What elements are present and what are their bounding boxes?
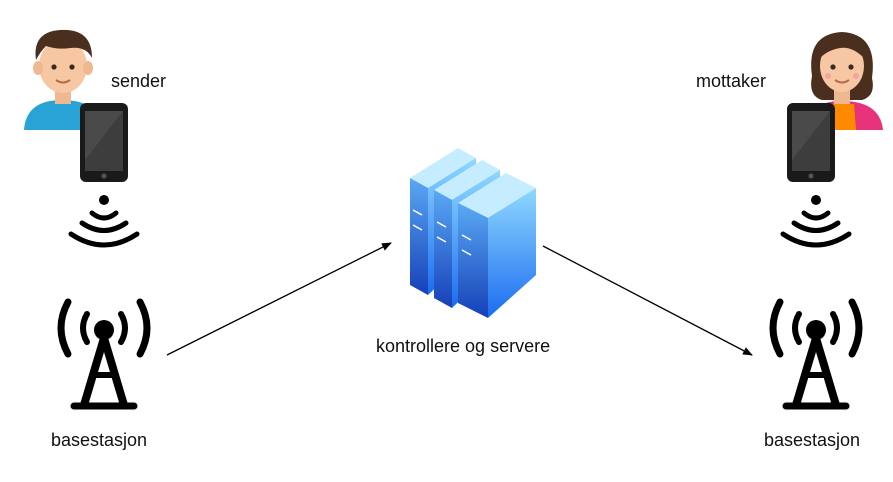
wireless-signal-icon <box>68 195 140 248</box>
sender-label: sender <box>111 71 167 91</box>
arrow-left-to-servers <box>166 242 392 356</box>
server-rack-icon <box>410 148 536 318</box>
smartphone-icon <box>80 103 128 182</box>
smartphone-icon <box>787 103 835 182</box>
female-person-icon <box>803 32 883 130</box>
cell-tower-icon <box>769 298 863 410</box>
arrow-servers-to-right <box>542 245 753 356</box>
wireless-signal-icon <box>780 195 852 248</box>
cell-tower-icon <box>57 298 151 410</box>
receiver-label: mottaker <box>696 71 767 91</box>
base-station-right-label: basestasjon <box>764 430 861 450</box>
base-station-left-label: basestasjon <box>51 430 148 450</box>
servers-label: kontrollere og servere <box>376 336 551 356</box>
